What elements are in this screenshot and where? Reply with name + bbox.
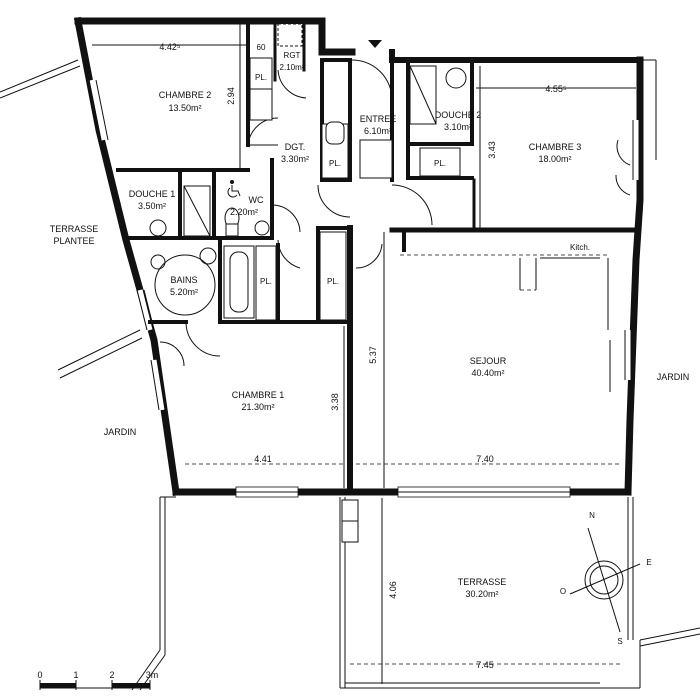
wall-top-left [74, 17, 356, 56]
dim-ch3-width: 4.55⁵ [545, 84, 567, 94]
wc-area: 2.20m² [230, 207, 258, 217]
interior-walls [116, 19, 637, 495]
terrasse-outline [131, 59, 700, 691]
wall-right [624, 56, 644, 496]
kitchen-label: Kitch. [570, 243, 590, 252]
rgt-area: 2.10m² [280, 63, 305, 72]
dimension-labels: 4.42⁵ 2.94 4.55⁵ 3.43 5.37 3.38 4.41 7.4… [159, 42, 567, 670]
douche2-area: 3.10m² [444, 122, 472, 132]
dim-ch2-width: 4.42⁵ [159, 42, 181, 52]
rgt-name: RGT [284, 51, 301, 60]
dgt-name: DGT. [285, 142, 306, 152]
compass-s: S [617, 637, 622, 646]
pl-douche2: PL. [434, 159, 446, 168]
terrasse-name: TERRASSE [458, 577, 507, 587]
compass-n: N [589, 511, 595, 520]
wheelchair-icon [227, 180, 241, 198]
dim-sejour-depth: 5.37 [368, 346, 378, 364]
douche1-name: DOUCHE 1 [129, 189, 176, 199]
wc-name: WC [249, 195, 264, 205]
pl-chambre1: PL. [327, 277, 339, 286]
compass-rose [569, 527, 641, 633]
entree-name: ENTREE [360, 114, 397, 124]
pl-entree: PL. [329, 159, 341, 168]
dim-terrasse-width: 7.45 [476, 660, 494, 670]
dim-ch1-depth: 3.38 [330, 393, 340, 411]
scale-2: 2 [109, 670, 114, 680]
chambre1-name: CHAMBRE 1 [232, 390, 285, 400]
jardin-right: JARDIN [657, 372, 690, 382]
pl-bains: PL. [260, 277, 272, 286]
door-swings [159, 59, 631, 367]
bains-area: 5.20m² [170, 287, 198, 297]
wall-top-right [389, 49, 643, 63]
dim-ch1-width: 4.41 [254, 454, 272, 464]
sejour-name: SEJOUR [470, 356, 507, 366]
dim-ch3-depth: 3.43 [487, 141, 497, 159]
scale-1: 1 [73, 670, 78, 680]
fixture-labels: PL. 60 PL. PL. PL. PL. Kitch. [255, 43, 590, 286]
terrasse-plantee-line1: TERRASSE [50, 224, 99, 234]
right-windows [624, 120, 640, 380]
room-labels: CHAMBRE 2 13.50m² RGT 2.10m² ENTREE 6.10… [129, 51, 582, 599]
dim-ch2-depth: 2.94 [226, 87, 236, 105]
bottom-windows [235, 486, 571, 498]
outside-labels: TERRASSE PLANTEE JARDIN JARDIN [50, 224, 690, 437]
dim-terrasse-depth: 4.06 [388, 581, 398, 599]
entrance-arrow [368, 40, 382, 48]
dimension-lines [92, 24, 636, 684]
douche2-name: DOUCHE 2 [435, 110, 482, 120]
scale-3m: 3m [146, 670, 159, 680]
terrasse-area: 30.20m² [465, 589, 498, 599]
terrasse-plantee-line2: PLANTEE [53, 236, 94, 246]
chambre3-name: CHAMBRE 3 [529, 142, 582, 152]
compass-o: O [560, 587, 566, 596]
scale-0: 0 [37, 670, 42, 680]
douche1-area: 3.50m² [138, 201, 166, 211]
fixtures [149, 23, 611, 392]
dim-sejour-width: 7.40 [476, 454, 494, 464]
sejour-area: 40.40m² [471, 368, 504, 378]
bains-name: BAINS [170, 275, 197, 285]
left-windows [88, 79, 167, 411]
chambre1-area: 21.30m² [241, 402, 274, 412]
entree-area: 6.10m² [364, 126, 392, 136]
dgt-area: 3.30m² [281, 154, 309, 164]
pl-chambre2: PL. [255, 73, 267, 82]
terrasse-plantee-edge [0, 59, 143, 379]
chambre2-area: 13.50m² [168, 103, 201, 113]
scale-bar [39, 680, 151, 690]
chambre2-name: CHAMBRE 2 [159, 90, 212, 100]
jardin-left: JARDIN [104, 427, 137, 437]
chambre3-area: 18.00m² [538, 154, 571, 164]
depth-60-label: 60 [257, 43, 266, 52]
scale-labels: 0 1 2 3m [37, 670, 158, 680]
compass-e: E [646, 558, 651, 567]
compass-labels: N E O S [560, 511, 652, 646]
